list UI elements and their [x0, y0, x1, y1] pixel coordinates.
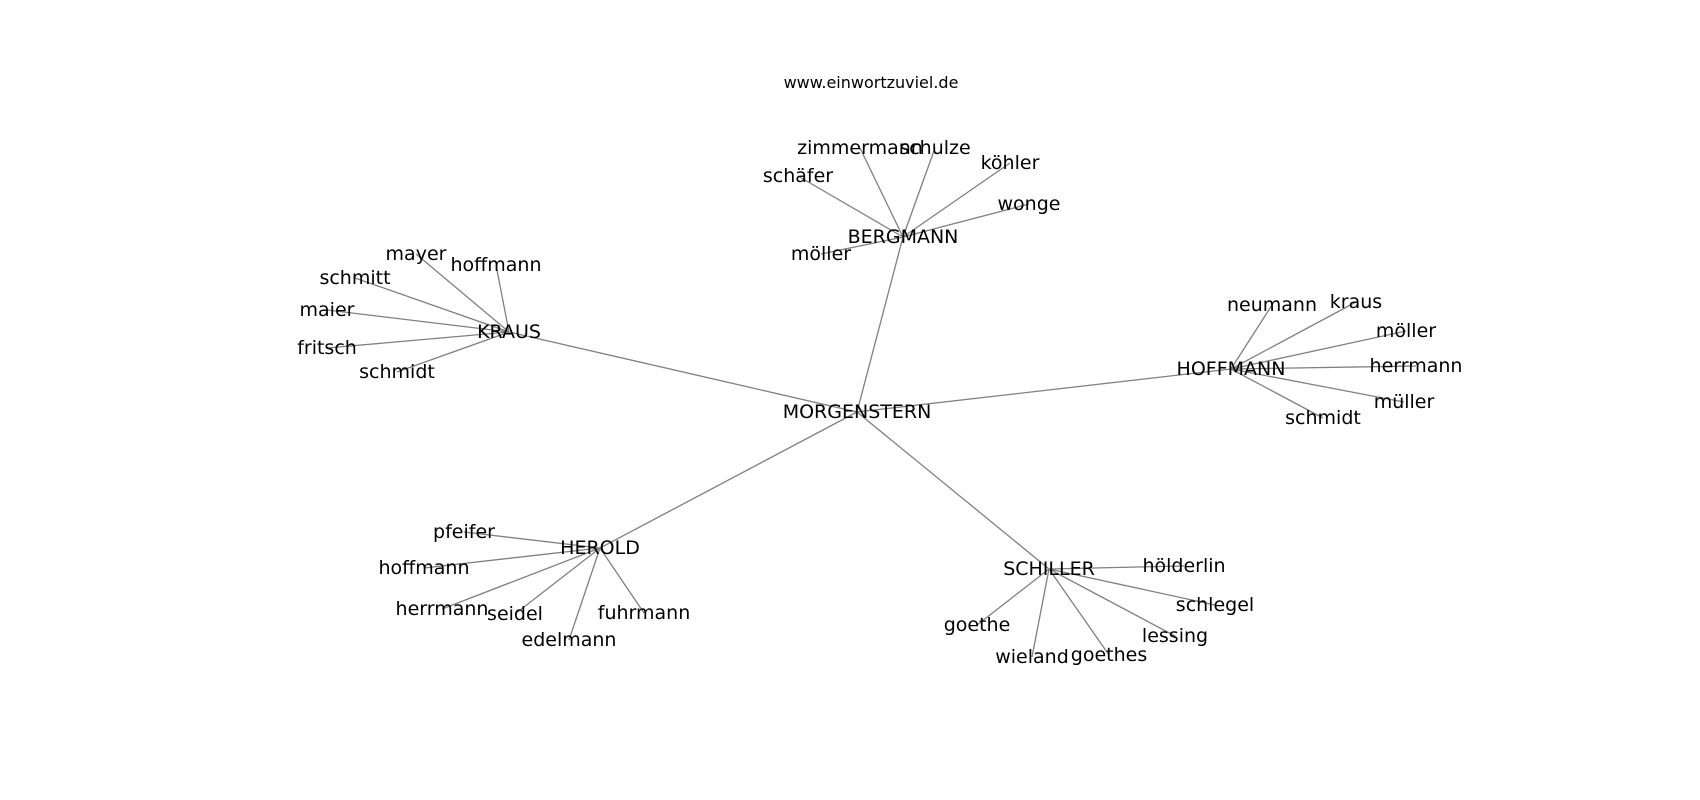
node-label-s6: goethe [944, 614, 1011, 636]
edge-n4-e1 [463, 531, 601, 549]
edge-n1-b3 [902, 162, 1011, 238]
node-label-k5: fritsch [297, 337, 357, 359]
edge-n0-n2 [508, 331, 858, 413]
node-label-b6: möller [791, 243, 851, 265]
edge-n3-h5 [1230, 368, 1405, 403]
edge-n3-h2 [1230, 301, 1357, 370]
node-label-b2: schulze [899, 137, 970, 159]
node-label-s3: lessing [1142, 625, 1208, 647]
node-label-b5: wonge [998, 193, 1061, 215]
node-label-n3: HOFFMANN [1177, 358, 1286, 380]
node-label-e3: herrmann [396, 598, 489, 620]
edge-n4-e6 [599, 547, 645, 614]
node-label-e4: seidel [487, 603, 543, 625]
node-label-k2: hoffmann [451, 254, 542, 276]
graph-edges [326, 147, 1417, 658]
graph-nodes: MORGENSTERN BERGMANN KRAUS HOFFMANN HEROLD SC… [297, 137, 1462, 668]
edge-n2-k5 [326, 331, 510, 349]
edge-n5-s5 [1031, 568, 1050, 658]
edge-n4-e2 [423, 547, 601, 569]
node-label-e6: fuhrmann [598, 602, 691, 624]
edge-n5-s6 [976, 568, 1050, 626]
edge-n4-e3 [441, 547, 601, 610]
node-label-s4: goethes [1071, 644, 1147, 666]
edge-n0-n5 [856, 411, 1050, 570]
node-label-h3: möller [1376, 320, 1436, 342]
node-label-s2: schlegel [1176, 594, 1254, 616]
node-label-h2: kraus [1330, 291, 1382, 313]
edge-n3-h1 [1230, 304, 1273, 370]
node-label-n5: SCHILLER [1003, 558, 1095, 580]
node-label-s5: wieland [995, 646, 1069, 668]
edge-n1-b2 [902, 147, 936, 238]
node-label-b3: köhler [981, 152, 1040, 174]
node-label-b1: zimmermann [797, 137, 923, 159]
edge-n1-b4 [797, 175, 904, 238]
node-label-h6: schmidt [1285, 407, 1361, 429]
node-label-h5: müller [1374, 391, 1435, 413]
node-label-e1: pfeifer [433, 521, 495, 543]
edge-n0-n3 [856, 368, 1232, 413]
edge-n5-s4 [1048, 568, 1110, 656]
edge-n4-e4 [514, 547, 601, 615]
edge-n5-s1 [1048, 565, 1185, 570]
edge-n3-h3 [1230, 330, 1407, 370]
node-label-h1: neumann [1227, 294, 1317, 316]
site-url-header: www.einwortzuviel.de [784, 73, 959, 92]
node-label-n1: BERGMANN [848, 226, 959, 248]
node-label-k4: maier [300, 299, 355, 321]
node-label-k1: mayer [386, 243, 447, 265]
edge-n2-k6 [396, 331, 510, 373]
node-label-e5: edelmann [522, 629, 617, 651]
edge-n2-k4 [326, 309, 510, 333]
node-label-n0: MORGENSTERN [783, 401, 932, 423]
edge-n5-s2 [1048, 568, 1216, 606]
edge-n1-b1 [859, 147, 904, 238]
edge-n2-k2 [495, 264, 510, 333]
node-label-h4: herrmann [1370, 355, 1463, 377]
node-label-n2: KRAUS [477, 321, 541, 343]
edge-n3-h6 [1230, 368, 1324, 419]
node-label-n4: HEROLD [560, 537, 640, 559]
edge-n0-n4 [599, 411, 858, 549]
edge-n0-n1 [856, 236, 904, 413]
node-label-e2: hoffmann [379, 557, 470, 579]
edge-n1-b6 [820, 236, 904, 255]
edge-n5-s3 [1048, 568, 1176, 637]
node-label-k3: schmitt [319, 267, 390, 289]
edge-n2-k3 [354, 277, 510, 333]
node-label-k6: schmidt [359, 361, 435, 383]
edge-n4-e5 [568, 547, 601, 641]
node-label-s1: hölderlin [1142, 555, 1225, 577]
edge-n3-h4 [1230, 365, 1417, 370]
edge-n2-k1 [415, 253, 510, 333]
edge-n1-b5 [902, 203, 1030, 238]
node-label-b4: schäfer [763, 165, 833, 187]
